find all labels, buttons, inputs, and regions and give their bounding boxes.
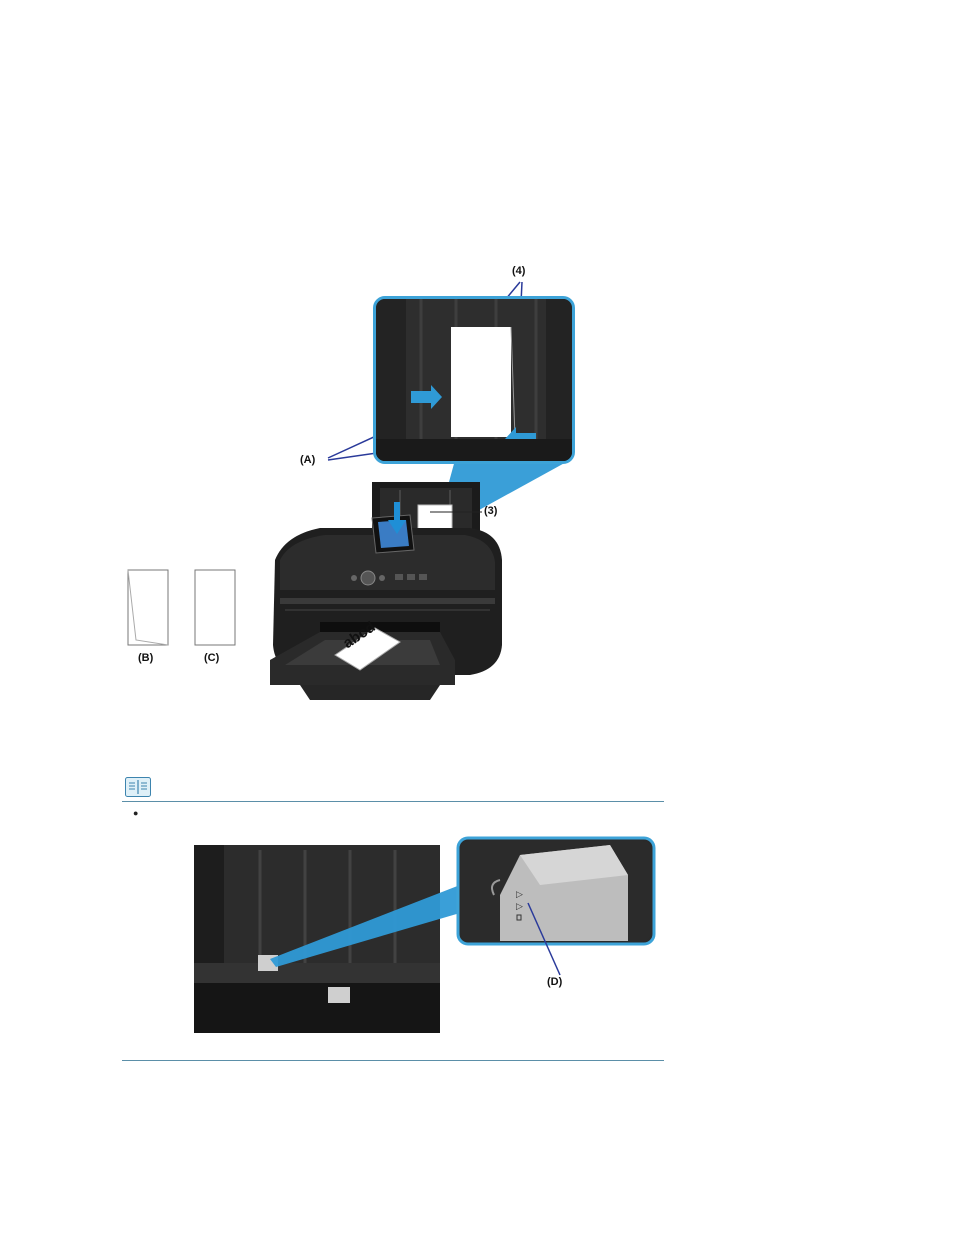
note-icon bbox=[125, 777, 151, 797]
callout-label-3: (3) bbox=[484, 505, 497, 517]
detail-callout bbox=[373, 296, 575, 464]
svg-text:▷: ▷ bbox=[516, 890, 523, 900]
note-top-rule bbox=[122, 801, 664, 802]
callout-label-b: (B) bbox=[138, 652, 153, 664]
callout-label-a: (A) bbox=[300, 454, 315, 466]
note-bottom-rule bbox=[122, 1060, 664, 1061]
paper-guide-right bbox=[328, 987, 350, 1003]
figure-paper-guide-detail: ▷ ▷ (D) bbox=[190, 835, 660, 1040]
callout-label-c: (C) bbox=[204, 652, 219, 664]
svg-text:▷: ▷ bbox=[516, 902, 523, 912]
callout-label-d: (D) bbox=[547, 976, 562, 988]
figure-envelope-loading: abcd (4) (A) (3) (B) (C) bbox=[110, 260, 570, 700]
note-bullet: ● bbox=[133, 808, 138, 818]
envelope-c-outline bbox=[195, 570, 235, 645]
envelope-b-outline bbox=[128, 570, 168, 645]
paper-guide-illustration: ▷ ▷ bbox=[190, 835, 660, 1040]
callout-label-4: (4) bbox=[512, 265, 525, 277]
detail-callout-image bbox=[376, 299, 572, 461]
